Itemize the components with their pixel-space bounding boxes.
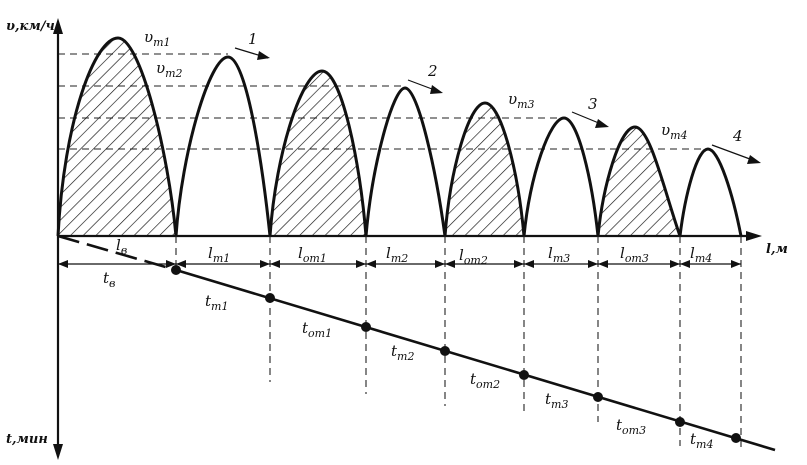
- distance-label-t3: lт3: [548, 244, 570, 265]
- time-axis-label: t,мин: [6, 432, 48, 447]
- distance-labels: lв lт1 lот1 lт2 lот2 lт3 lот3 lт4: [116, 236, 712, 267]
- section-boundaries: [175, 236, 742, 452]
- time-label-t3: tт3: [545, 390, 568, 411]
- speed-curve-accel-1: [56, 36, 178, 237]
- speed-curve-coast-2: [364, 86, 447, 237]
- time-line-solid: [175, 268, 776, 452]
- time-label-ot2: tот2: [470, 370, 500, 391]
- vertical-axis-arrow-bottom: [53, 444, 63, 460]
- distance-label-ot2: lот2: [459, 246, 488, 267]
- time-label-v: tв: [103, 269, 115, 290]
- speed-curve-accel-3: [443, 101, 526, 237]
- axes: υ,км/ч l,м t,мин: [6, 18, 788, 460]
- speed-label-4: υт4: [661, 121, 688, 142]
- distance-label-t1: lт1: [208, 244, 230, 265]
- time-labels: tв tт1 tот1 tт2 tот2 tт3 tот3 tт4: [103, 269, 713, 451]
- speed-curve-coast-1: [174, 55, 272, 237]
- time-point-1: [171, 265, 181, 275]
- speed-curve-coast-3: [522, 116, 600, 237]
- speed-label-1: υт1: [144, 28, 171, 49]
- distance-dimension-line: [58, 260, 741, 268]
- distance-axis-arrow: [746, 231, 762, 241]
- train-number-4: 4: [732, 127, 743, 145]
- direction-arrows: 1 2 3 4: [234, 30, 761, 164]
- distance-label-t4: lт4: [690, 244, 712, 265]
- train-number-3: 3: [588, 95, 598, 113]
- hatched-area-4: [598, 127, 680, 236]
- speed-curves: [56, 36, 743, 237]
- time-point-7: [675, 417, 685, 427]
- speed-axis-label: υ,км/ч: [6, 19, 55, 34]
- time-line-dashed-start: [57, 234, 177, 272]
- speed-label-2: υт2: [156, 59, 183, 80]
- time-label-ot1: tот1: [302, 319, 332, 340]
- arrow-head-1: [257, 51, 270, 60]
- time-label-ot3: tот3: [616, 416, 646, 437]
- time-label-t4: tт4: [690, 430, 713, 451]
- time-point-5: [519, 370, 529, 380]
- distance-label-t2: lт2: [386, 244, 408, 265]
- time-point-2: [265, 293, 275, 303]
- distance-axis-label: l,м: [766, 242, 788, 257]
- vertical-axis-arrow-top: [53, 18, 63, 34]
- arrow-head-2: [430, 85, 443, 94]
- time-point-6: [593, 392, 603, 402]
- time-label-t1: tт1: [205, 292, 228, 313]
- time-point-3: [361, 322, 371, 332]
- speed-label-3: υт3: [508, 90, 535, 111]
- time-point-4: [440, 346, 450, 356]
- speed-curve-coast-4: [678, 147, 743, 237]
- speed-labels: υт1 υт2 υт3 υт4: [144, 28, 688, 142]
- arrow-head-4: [747, 155, 761, 164]
- distance-label-v: lв: [116, 236, 127, 257]
- distance-label-ot3: lот3: [620, 244, 649, 265]
- time-point-8: [731, 433, 741, 443]
- distance-label-ot1: lот1: [298, 244, 327, 265]
- time-line: [57, 234, 776, 452]
- hatched-area-2: [270, 71, 366, 236]
- speed-curve-accel-2: [268, 69, 368, 237]
- train-number-2: 2: [427, 62, 438, 80]
- speed-curve-accel-4: [596, 125, 682, 237]
- train-number-1: 1: [248, 30, 258, 48]
- hatched-area-3: [445, 103, 524, 236]
- arrow-head-3: [595, 119, 609, 128]
- time-label-t2: tт2: [391, 342, 414, 363]
